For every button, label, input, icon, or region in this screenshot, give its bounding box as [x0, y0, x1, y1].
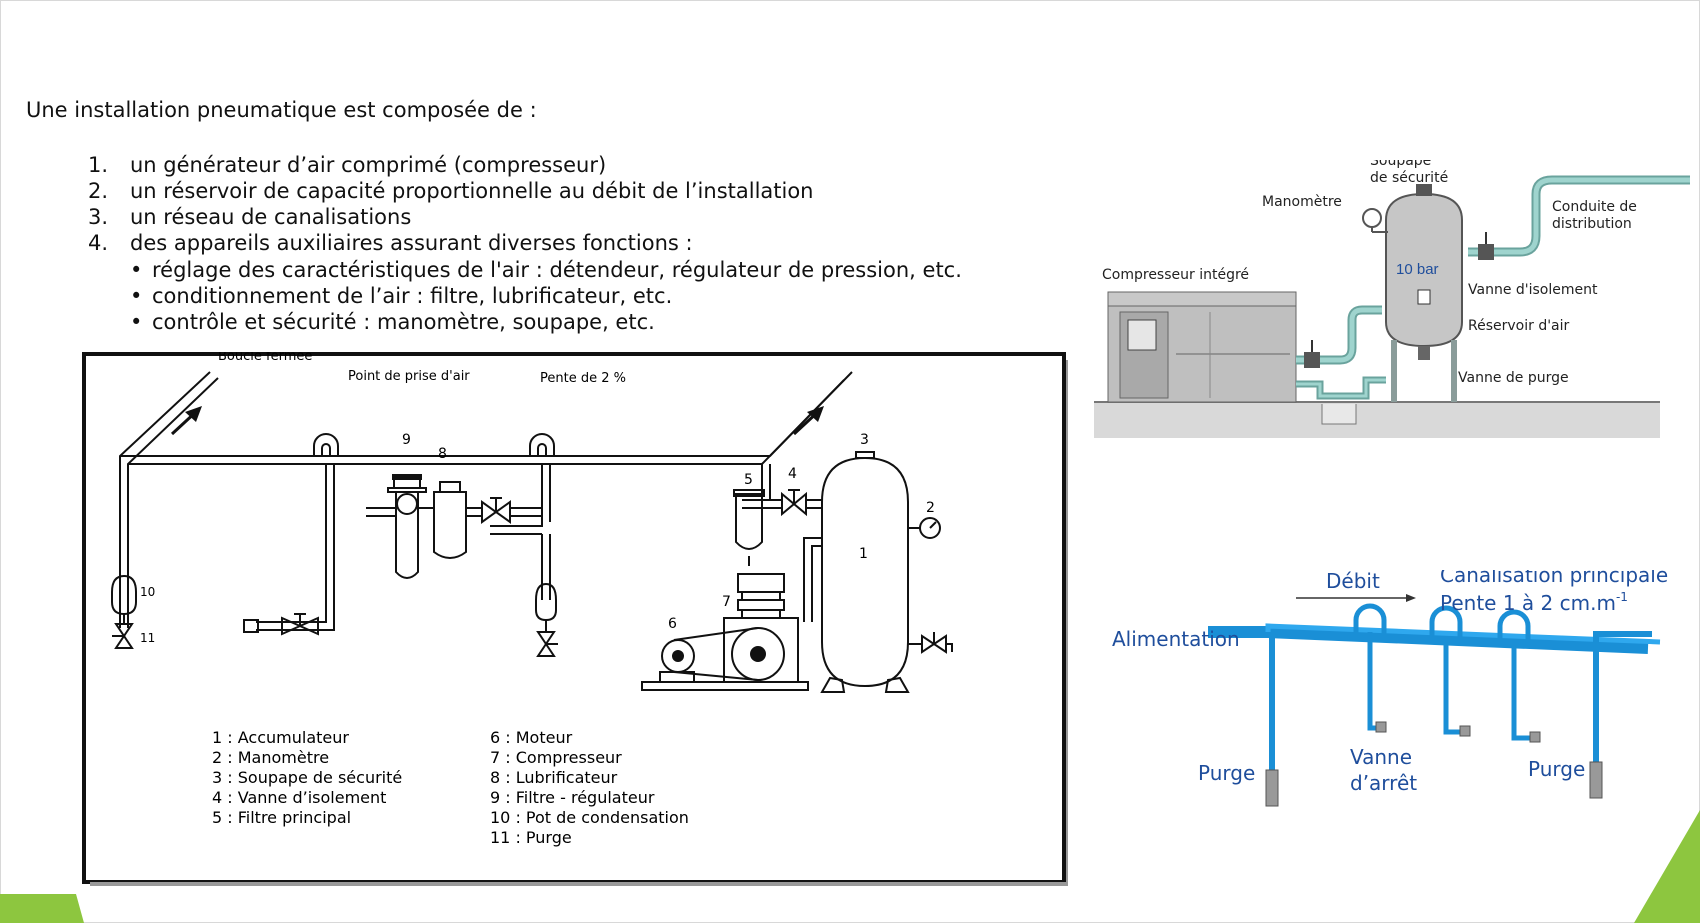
svg-text:10 : Pot de condensation: 10 : Pot de condensation [490, 808, 689, 827]
label-reservoir: Réservoir d'air [1468, 318, 1570, 334]
label-soupape-2: de sécurité [1370, 170, 1448, 186]
label-purge-left: Purge [1198, 761, 1255, 785]
label-boucle: Boucle fermée [218, 352, 312, 364]
svg-text:1 : Accumulateur: 1 : Accumulateur [212, 728, 349, 747]
distribution-network: Débit Canalisation principale Pente 1 à … [1112, 570, 1668, 807]
compressor-tank-illustration: 10 bar Soupape de sécurité Manomètre Con… [1094, 160, 1690, 438]
list-item: •contrôle et sécurité : manomètre, soupa… [130, 310, 655, 334]
num-1: 1 [859, 546, 868, 562]
svg-text:2 : Manomètre: 2 : Manomètre [212, 748, 329, 767]
label-alimentation: Alimentation [1112, 627, 1240, 651]
num-3: 3 [860, 432, 869, 448]
label-pressure: 10 bar [1396, 261, 1439, 278]
label-conduite-2: distribution [1552, 216, 1632, 232]
svg-text:6 : Moteur: 6 : Moteur [490, 728, 573, 747]
num-5: 5 [744, 472, 753, 488]
svg-text:9 : Filtre - régulateur: 9 : Filtre - régulateur [490, 788, 655, 807]
label-soupape-1: Soupape [1370, 160, 1431, 169]
num-6: 6 [668, 616, 677, 632]
num-11: 11 [140, 631, 155, 645]
label-vanne-1: Vanne [1350, 745, 1412, 769]
num-2: 2 [926, 500, 935, 516]
label-compresseur: Compresseur intégré [1102, 267, 1249, 283]
num-4: 4 [788, 466, 797, 482]
label-vanne-2: d’arrêt [1350, 771, 1417, 795]
svg-text:7 : Compresseur: 7 : Compresseur [490, 748, 622, 767]
svg-text:4 : Vanne d’isolement: 4 : Vanne d’isolement [212, 788, 386, 807]
label-conduite-1: Conduite de [1552, 199, 1637, 215]
installation-schematic: Boucle fermée Point de prise d'air Pente… [82, 352, 1068, 886]
svg-text:5 : Filtre principal: 5 : Filtre principal [212, 808, 351, 827]
num-7: 7 [722, 594, 731, 610]
intro-text: Une installation pneumatique est composé… [26, 98, 537, 122]
legend-left: 1 : Accumulateur 2 : Manomètre 3 : Soupa… [212, 728, 402, 827]
num-8: 8 [438, 446, 447, 462]
legend-right: 6 : Moteur 7 : Compresseur 8 : Lubrifica… [490, 728, 689, 847]
list-item: •réglage des caractéristiques de l'air :… [130, 258, 962, 282]
green-accent-left [0, 894, 84, 923]
label-vanne-purge: Vanne de purge [1458, 370, 1569, 386]
label-manometre: Manomètre [1262, 194, 1342, 210]
label-canalisation: Canalisation principale [1440, 570, 1668, 587]
label-pente: Pente de 2 % [540, 371, 626, 386]
label-pente-network: Pente 1 à 2 cm.m-1 [1440, 590, 1628, 615]
svg-text:11 : Purge: 11 : Purge [490, 828, 572, 847]
svg-text:3 : Soupape de sécurité: 3 : Soupape de sécurité [212, 768, 402, 787]
label-point-prise: Point de prise d'air [348, 369, 470, 384]
label-purge-right: Purge [1528, 757, 1585, 781]
num-9: 9 [402, 432, 411, 448]
svg-text:8 : Lubrificateur: 8 : Lubrificateur [490, 768, 618, 787]
list-item: •conditionnement de l’air : filtre, lubr… [130, 284, 673, 308]
label-vanne-isolement: Vanne d'isolement [1468, 282, 1598, 298]
num-10: 10 [140, 585, 155, 599]
green-accent-right [1634, 810, 1700, 923]
label-debit: Débit [1326, 570, 1380, 593]
